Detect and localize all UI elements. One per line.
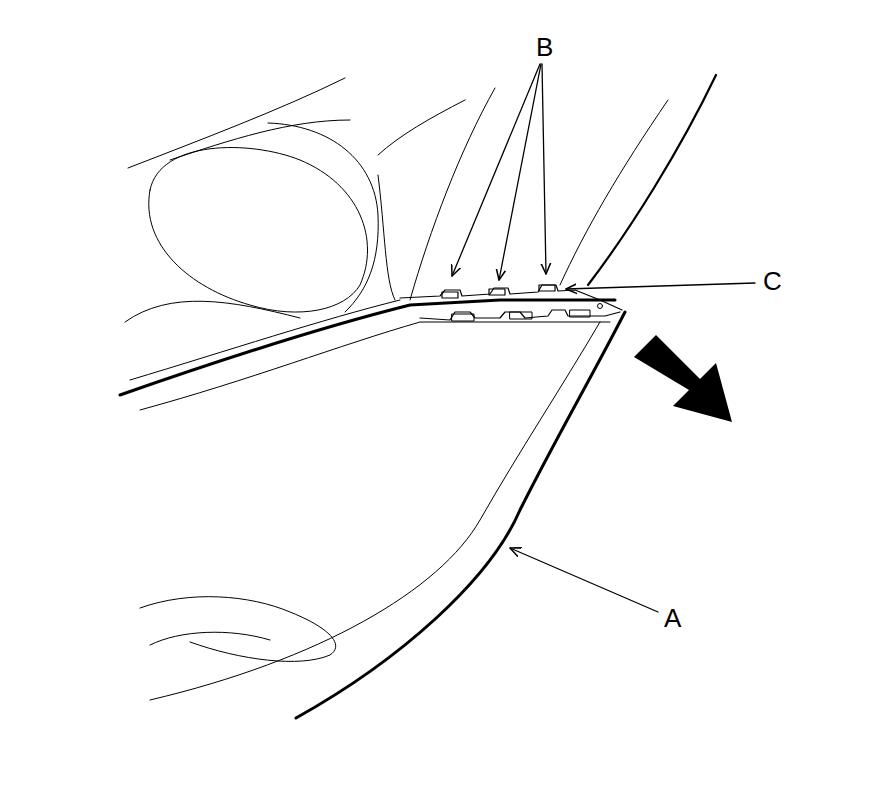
- callout-letter: C: [763, 268, 782, 294]
- callout-letter: A: [664, 605, 681, 631]
- callout-letter: B: [536, 34, 553, 60]
